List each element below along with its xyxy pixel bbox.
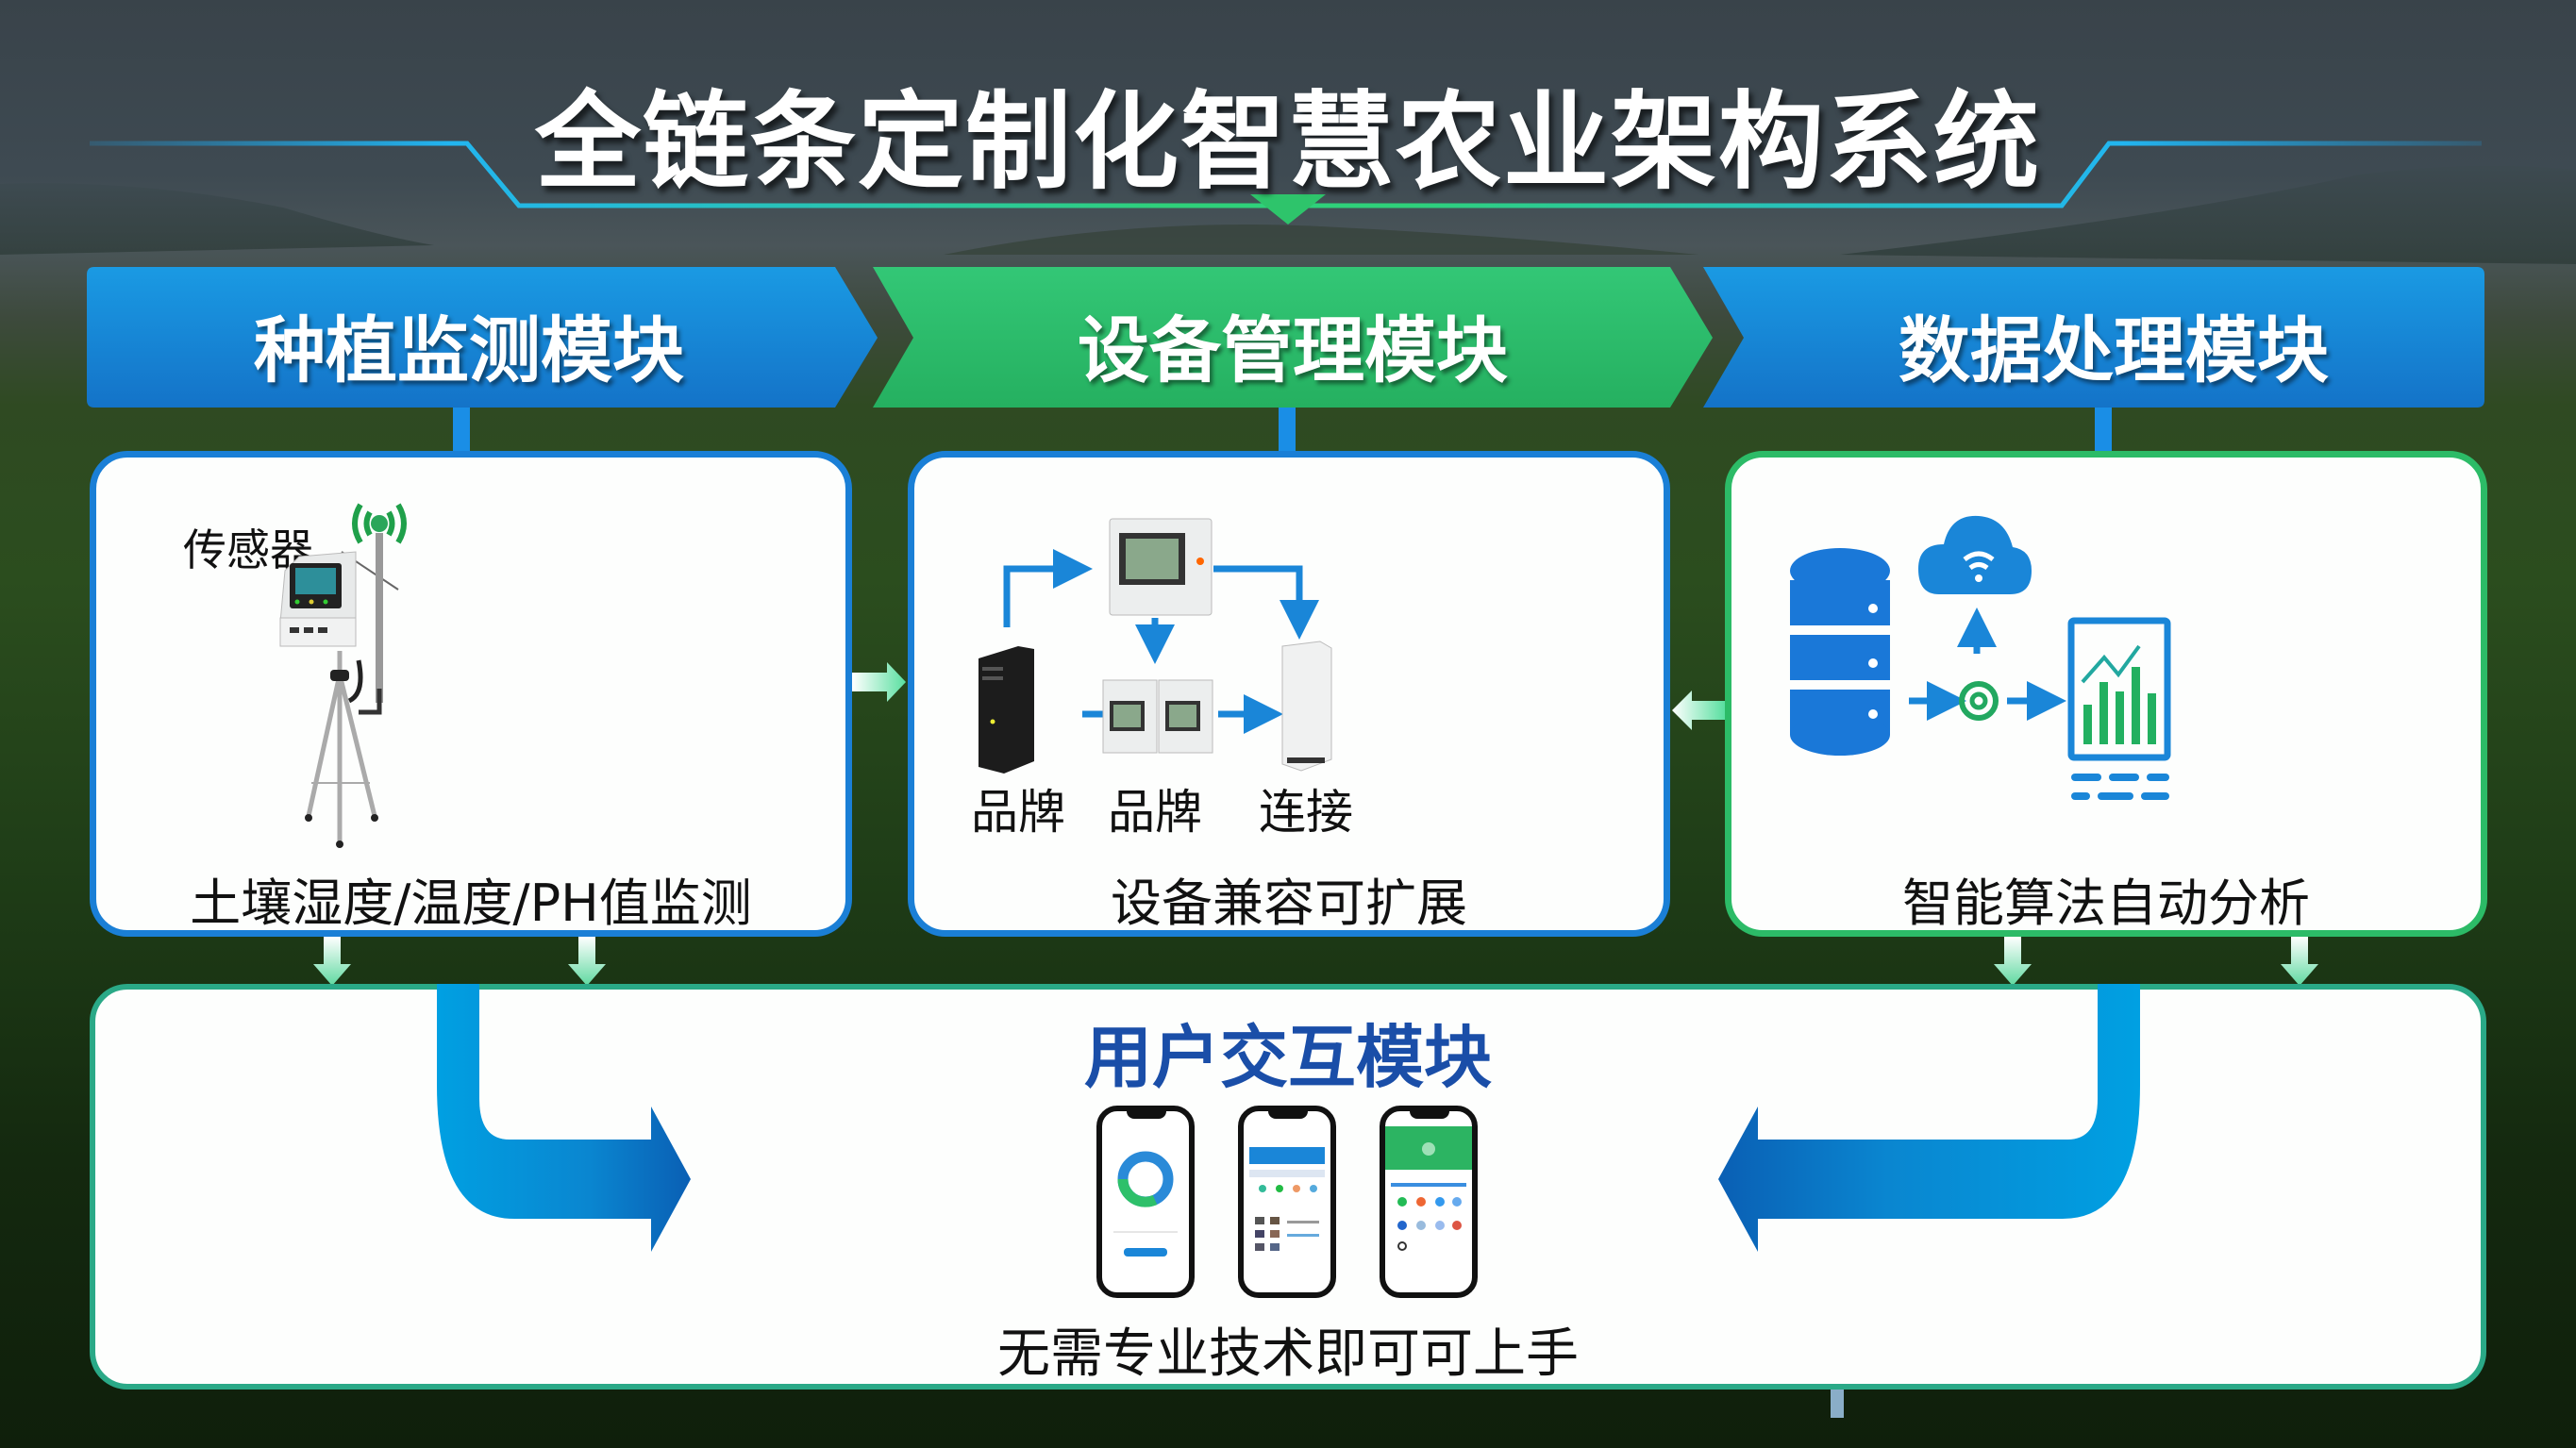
phone-donut-screen bbox=[1096, 1106, 1195, 1298]
big-arrow-left-icon bbox=[1718, 984, 2140, 1252]
card-device-management: 品牌 品牌 连接 设备兼容可扩展 bbox=[908, 451, 1670, 937]
title-pointer-icon bbox=[1250, 194, 1326, 225]
arrow-right-icon bbox=[852, 662, 906, 702]
database-icon bbox=[1790, 548, 1890, 756]
banner-label-device: 设备管理模块 bbox=[1078, 308, 1508, 392]
phone-dashboard-screen bbox=[1238, 1106, 1336, 1298]
device-caption: 设备兼容可扩展 bbox=[1111, 874, 1467, 933]
analytics-chart-icon bbox=[2067, 617, 2171, 800]
donut-chart-icon bbox=[1113, 1151, 1178, 1257]
banner-data bbox=[1703, 267, 2484, 408]
dual-controller-icon bbox=[1102, 679, 1213, 754]
phone-app-grid-screen bbox=[1380, 1106, 1478, 1298]
cloud-wifi-icon bbox=[1918, 515, 2032, 594]
sensor-station-icon bbox=[279, 503, 407, 848]
tripod-icon bbox=[306, 651, 377, 844]
wireless-signal-icon bbox=[352, 503, 407, 544]
dashboard-icon bbox=[1249, 1147, 1325, 1251]
card-planting-monitoring: 传感器 土壤湿度/温度/PH值监测 bbox=[90, 451, 852, 937]
arrow-left-icon bbox=[1672, 691, 1725, 730]
controller-device-icon bbox=[1109, 518, 1213, 616]
device-label-brand-1: 品牌 bbox=[971, 785, 1065, 840]
page-title: 全链条定制化智慧农业架构系统 bbox=[535, 81, 2041, 204]
data-caption: 智能算法自动分析 bbox=[1902, 874, 2310, 933]
banner-planting bbox=[87, 267, 878, 408]
cabinet-icon bbox=[1281, 641, 1332, 772]
data-flow-diagram bbox=[1790, 515, 2171, 800]
server-tower-icon bbox=[979, 646, 1034, 774]
user-module-caption: 无需专业技术即可可上手 bbox=[997, 1323, 1579, 1385]
user-module-title: 用户交互模块 bbox=[1083, 1018, 1492, 1097]
banner-label-planting: 种植监测模块 bbox=[254, 308, 684, 392]
banner-device bbox=[873, 267, 1713, 408]
planting-caption: 土壤湿度/温度/PH值监测 bbox=[190, 874, 752, 933]
banner-label-data: 数据处理模块 bbox=[1899, 308, 2329, 392]
processing-node-icon bbox=[1959, 681, 1999, 721]
device-label-brand-2: 品牌 bbox=[1108, 785, 1202, 840]
big-arrow-right-icon bbox=[437, 984, 691, 1252]
card-data-processing: 智能算法自动分析 bbox=[1725, 451, 2487, 937]
device-flow-diagram bbox=[979, 518, 1332, 774]
down-arrows bbox=[313, 937, 2318, 986]
app-grid-icon bbox=[1385, 1126, 1472, 1251]
device-label-connect: 连接 bbox=[1259, 785, 1353, 840]
